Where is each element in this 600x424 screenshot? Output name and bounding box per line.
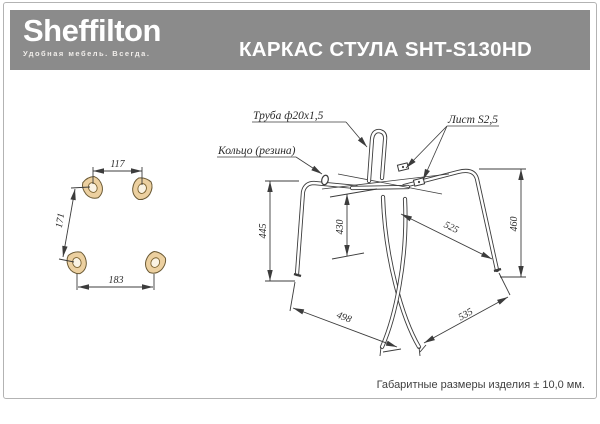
mount-plate — [412, 177, 426, 187]
dim-height-left: 445 — [258, 224, 269, 239]
frame-hub-tube — [349, 184, 411, 191]
seat-bar — [337, 173, 443, 195]
footpad-bottom-right — [145, 251, 167, 274]
dim-height-right: 460 — [509, 217, 520, 232]
dim-height-mid: 430 — [335, 220, 346, 235]
foot-cap — [293, 272, 302, 278]
foot-tip — [379, 346, 382, 357]
frame-left-leg — [294, 180, 359, 277]
brand-logo: Sheffilton Удобная мебель. Всегда. — [23, 13, 161, 59]
callout-ring: Кольцо (резина) — [217, 145, 296, 157]
dim-top-back-width: 183 — [109, 275, 124, 286]
dim-diag-bottom-right: 535 — [457, 306, 475, 323]
frame-upright-tube — [366, 128, 388, 184]
brand-tagline: Удобная мебель. Всегда. — [23, 49, 151, 59]
footpad-top-right — [132, 177, 153, 201]
callout-tube: Труба ф20х1,5 — [253, 110, 324, 122]
frame-right-leg — [401, 168, 500, 273]
side-view: Труба ф20х1,5 Лист S2,5 Кольцо (резина) … — [217, 110, 526, 357]
dim-diag-bottom-left: 498 — [335, 310, 353, 326]
tolerance-note: Габаритные размеры изделия ± 10,0 мм. — [376, 379, 585, 391]
brand-name: Sheffilton — [23, 13, 161, 48]
dim-top-side-depth: 171 — [54, 212, 67, 229]
callout-sheet: Лист S2,5 — [447, 114, 498, 126]
foot-cap — [493, 267, 502, 273]
header-band: Sheffilton Удобная мебель. Всегда. КАРКА… — [10, 10, 590, 70]
footpad-bottom-left — [66, 251, 87, 275]
dim-diag-seat: 525 — [442, 220, 460, 236]
rubber-ring — [321, 174, 329, 186]
dim-top-front-width: 117 — [110, 159, 125, 170]
drawing-title: КАРКАС СТУЛА SHT-S130HD — [239, 38, 533, 61]
frame-near-leg-right — [380, 194, 422, 350]
sheet-border — [3, 2, 597, 399]
foot-tip — [418, 346, 421, 357]
top-view: 117 183 171 — [54, 159, 167, 290]
